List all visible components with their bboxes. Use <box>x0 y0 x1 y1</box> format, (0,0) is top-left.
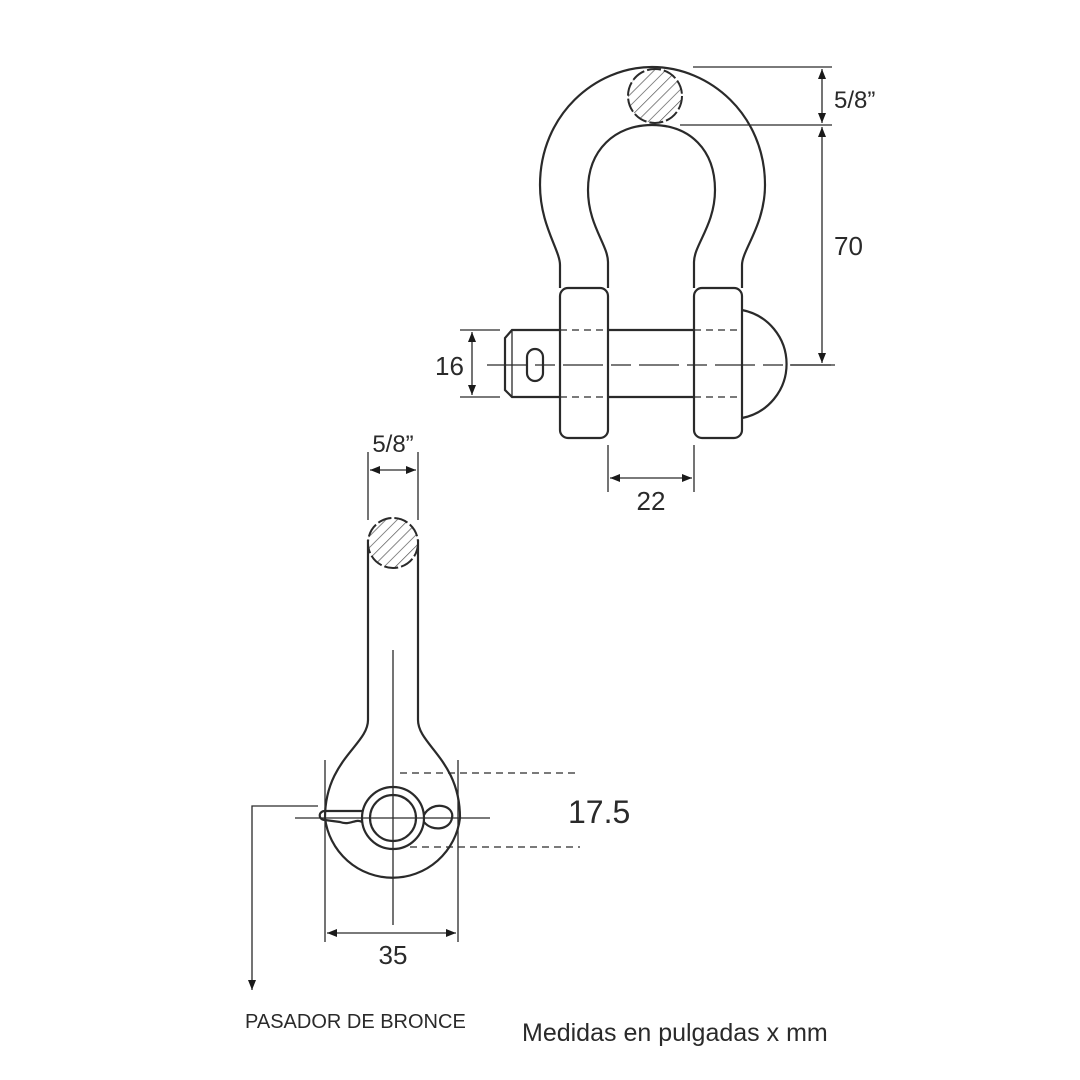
pin-head <box>741 308 788 420</box>
dim-label-pin-hole: 17.5 <box>568 794 630 830</box>
shackle-bow-inner <box>586 123 717 288</box>
side-bow-section <box>367 517 419 569</box>
pin-tip <box>503 328 560 399</box>
shackle-bow-outer <box>538 65 767 288</box>
pin-callout-label: PASADOR DE BRONCE <box>245 1011 466 1033</box>
shackle-front-view: 5/8” 70 16 22 <box>435 65 875 516</box>
pin-callout-leader <box>248 805 318 990</box>
dim-label-bow-thickness: 5/8” <box>834 87 875 114</box>
cotter-pin-loop <box>423 804 454 830</box>
dim-label-inside-width: 22 <box>637 486 666 516</box>
shackle-side-view: 17.5 5/8” 35 <box>248 431 630 990</box>
dim-label-eye-width: 35 <box>379 940 408 970</box>
bow-section <box>627 68 683 124</box>
dim-label-side-bow-thickness: 5/8” <box>372 431 413 458</box>
right-ear <box>692 286 744 440</box>
dim-label-pin-diameter: 16 <box>435 351 464 381</box>
dim-label-inside-length: 70 <box>834 231 863 261</box>
units-note: Medidas en pulgadas x mm <box>522 1019 828 1047</box>
left-ear <box>558 286 610 440</box>
